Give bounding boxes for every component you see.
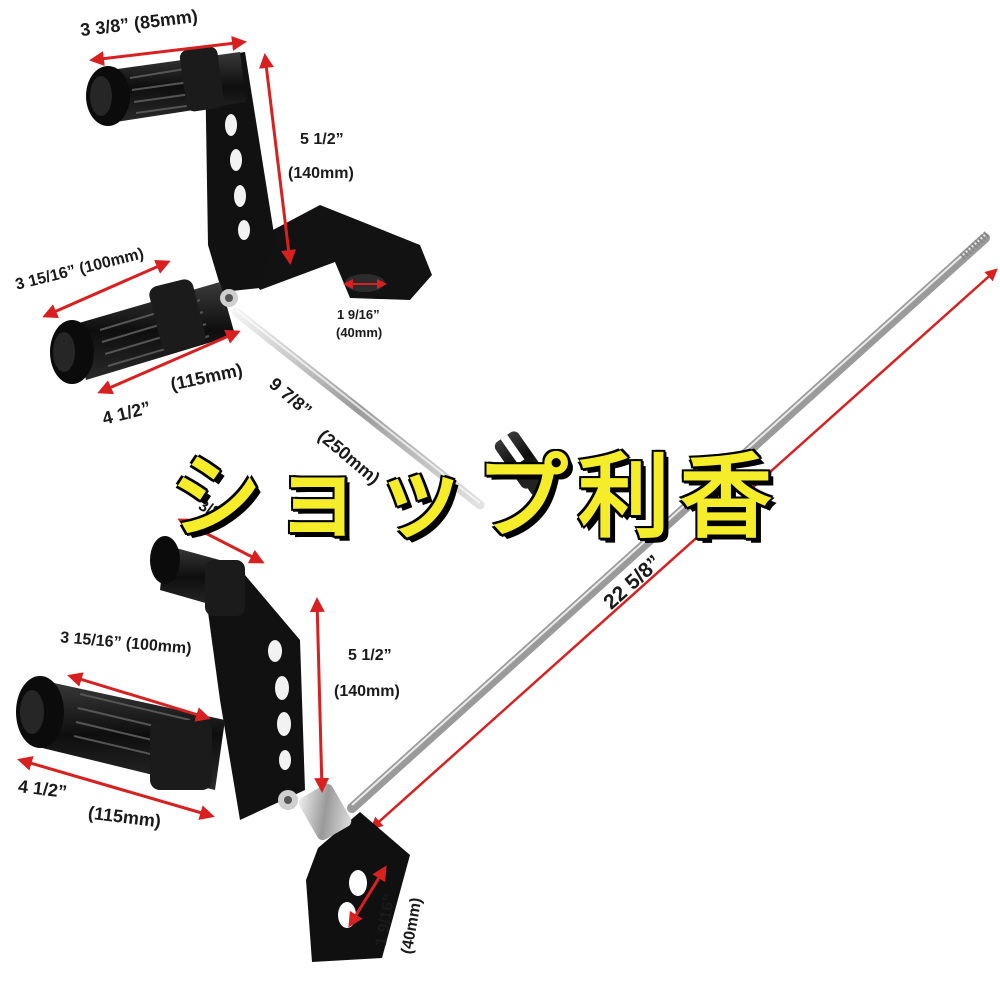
long-rod-length-arrow — [370, 268, 998, 830]
upper-peg-offset-arrow — [42, 259, 171, 319]
upper-lever-arm — [205, 52, 275, 292]
lower-peg-width-arrow — [177, 518, 265, 564]
upper-assembly — [42, 35, 549, 510]
upper-arm-height-arrow — [259, 53, 296, 265]
upper-arm-height-mm-label: (140mm) — [288, 165, 354, 182]
long-shift-rod — [347, 230, 998, 830]
upper-peg-length-arrow — [97, 329, 241, 395]
lower-peg-offset-arrow — [67, 672, 211, 722]
upper-arm-height-label: 5 1/2” — [300, 131, 344, 148]
lower-arm-height-label: 5 1/2” — [348, 647, 392, 664]
shop-watermark: ショップ利香 — [170, 444, 783, 551]
upper-bracket-slot-label: 1 9/16” — [337, 307, 380, 322]
lower-arm-height-arrow — [309, 597, 330, 793]
lower-assembly — [16, 518, 410, 962]
lower-peg-length-arrow — [17, 756, 215, 820]
lower-arm-height-mm-label: (140mm) — [334, 683, 400, 700]
upper-bracket-slot-mm-label: (40mm) — [336, 325, 383, 340]
upper-peg-width-arrow — [89, 35, 247, 67]
